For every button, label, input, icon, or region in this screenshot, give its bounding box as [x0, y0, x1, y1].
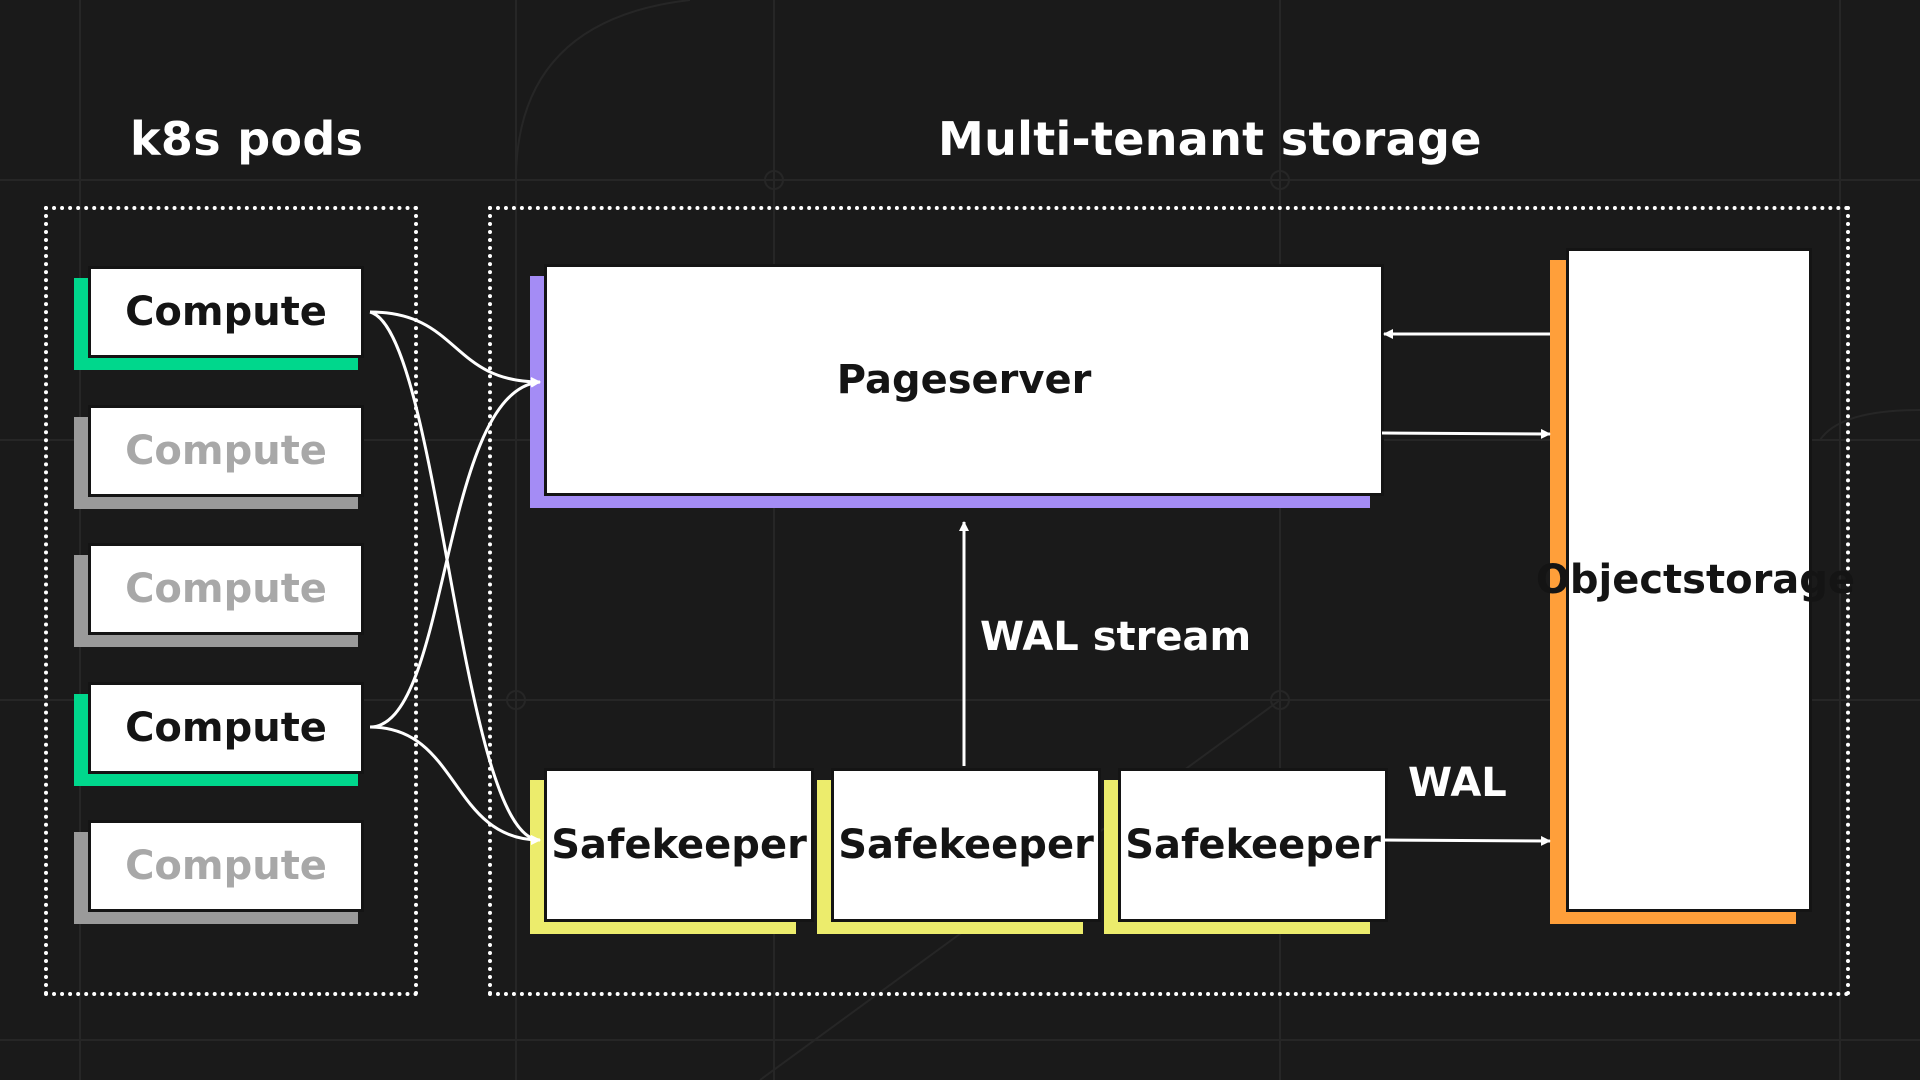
edge-compute4-to-safekeeper — [369, 725, 541, 845]
multi-tenant-storage-group — [488, 206, 1850, 996]
object-storage-label-line-2: storage — [1682, 557, 1856, 603]
edge-safekeeper-to-objectstorage — [1381, 835, 1551, 846]
object-storage-label-line-1: Object — [1535, 557, 1683, 603]
pageserver-label: Pageserver — [544, 264, 1384, 496]
safekeeper-label: Safekeeper — [831, 768, 1101, 922]
storage-title: Multi-tenant storage — [938, 112, 1482, 166]
compute-node-label: Compute — [88, 266, 364, 358]
compute-node-label: Compute — [88, 543, 364, 635]
edge-compute4-to-pageserver — [369, 377, 541, 729]
wal-stream-label: WAL stream — [980, 614, 1252, 660]
k8s-pods-title: k8s pods — [130, 112, 364, 166]
edge-compute1-to-safekeeper — [369, 310, 541, 845]
edge-pageserver-to-objectstorage — [1381, 428, 1551, 439]
object-storage-label: Object storage — [1536, 248, 1855, 912]
safekeeper-label: Safekeeper — [544, 768, 814, 922]
safekeeper-label: Safekeeper — [1118, 768, 1388, 922]
compute-node-label: Compute — [88, 682, 364, 774]
wal-label: WAL — [1408, 760, 1507, 806]
compute-node-label: Compute — [88, 820, 364, 912]
compute-node-label: Compute — [88, 405, 364, 497]
edge-compute1-to-pageserver — [369, 310, 541, 387]
k8s-pods-group — [44, 206, 418, 996]
